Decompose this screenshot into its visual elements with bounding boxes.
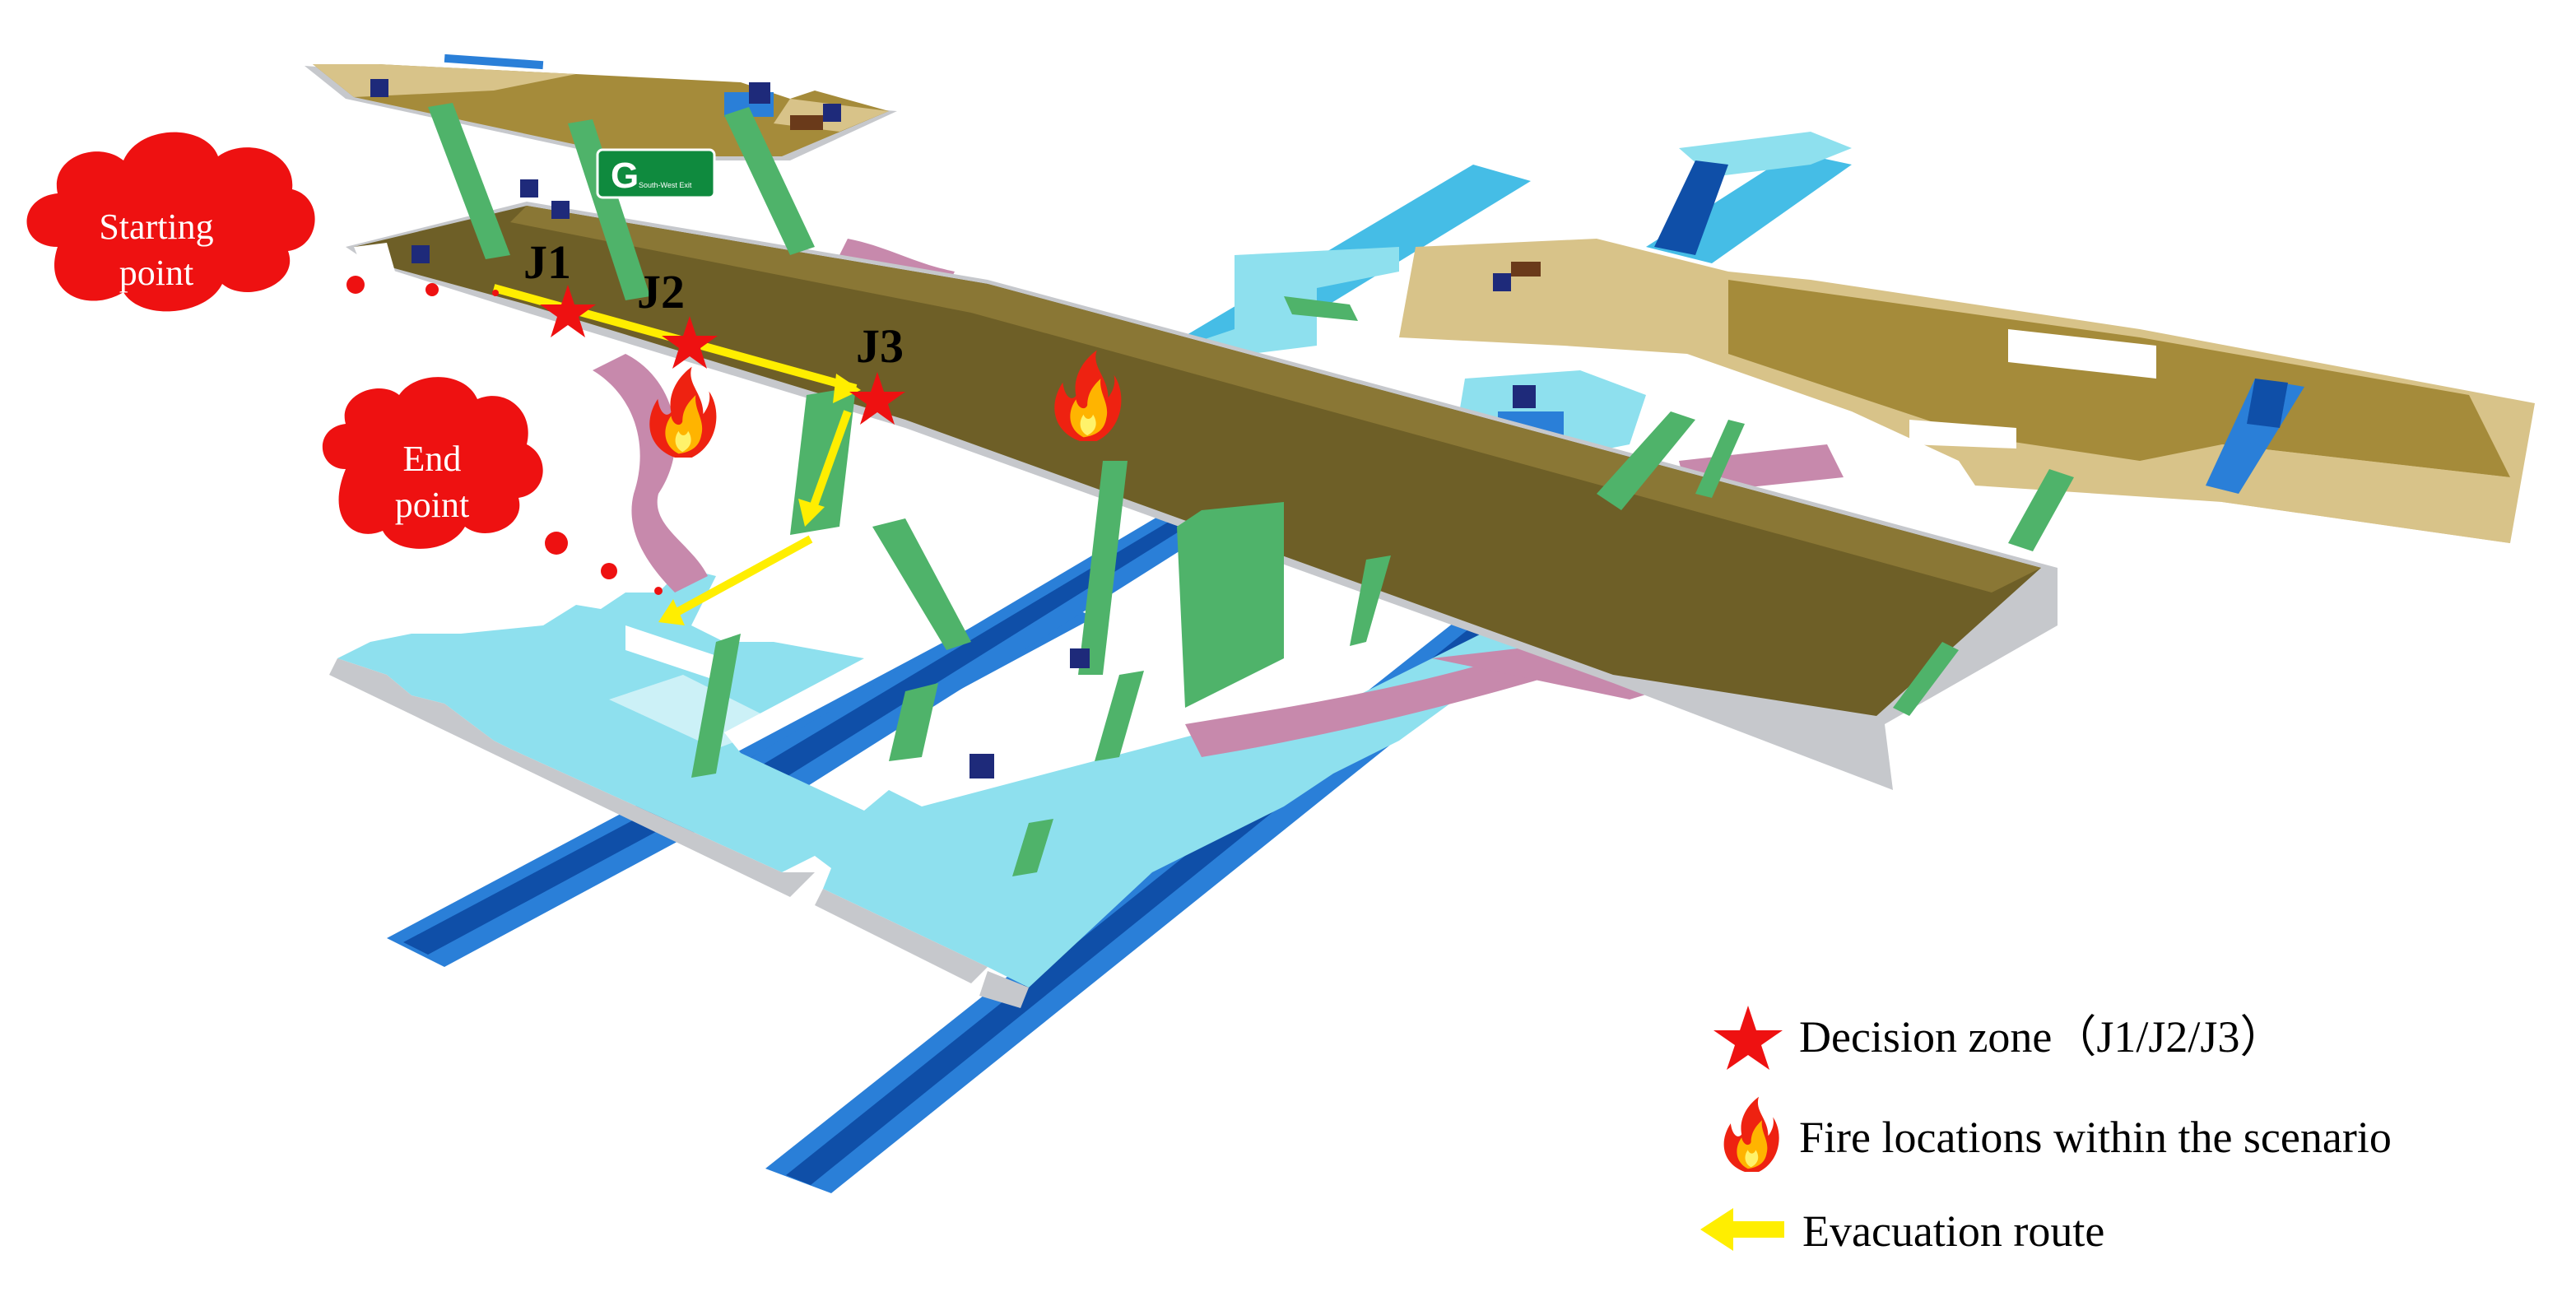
upper-mezzanine [305, 53, 897, 160]
legend-fire-locations: Fire locations within the scenario [1723, 1096, 2392, 1172]
exit-sign-letter: G [611, 156, 639, 196]
junction-label-j3: J3 [856, 319, 904, 373]
legend-evacuation-route-label: Evacuation route [1802, 1206, 2104, 1256]
legend-fire-locations-label: Fire locations within the scenario [1799, 1113, 2392, 1162]
facility-icon [412, 245, 430, 263]
stairs [428, 103, 1391, 876]
legend: Decision zone（J1/J2/J3） Fire locations w… [1700, 1006, 2392, 1256]
fire-icon [649, 366, 717, 458]
star-icon [1713, 1006, 1783, 1070]
information-icon [749, 82, 770, 104]
information-icon [1513, 385, 1536, 408]
facility-icon [551, 201, 570, 219]
facility-icon [823, 104, 841, 122]
map-icons [370, 79, 1541, 778]
upper-right-concourse [1399, 239, 2535, 543]
exit-sign: G South-West Exit [596, 148, 716, 199]
facility-icon [520, 179, 538, 198]
decision-zone-j2: J2 [637, 265, 718, 369]
platform-level [329, 568, 1531, 1008]
legend-evacuation-route: Evacuation route [1700, 1206, 2104, 1256]
junction-label-j1: J1 [523, 235, 571, 289]
main-concourse [346, 202, 2074, 790]
arrow-left-icon [1700, 1208, 1784, 1251]
facility-icon [1070, 648, 1090, 668]
fire-icon [1723, 1096, 1779, 1172]
information-icon [969, 754, 994, 778]
exit-sign-text: South-West Exit [639, 181, 692, 189]
facility-icon [1493, 273, 1511, 291]
legend-decision-zone-label: Decision zone（J1/J2/J3） [1799, 1012, 2284, 1062]
junction-label-j2: J2 [637, 265, 685, 318]
decision-zone-j3: J3 [849, 319, 905, 425]
decision-zone-j1: J1 [523, 235, 596, 337]
legend-decision-zone: Decision zone（J1/J2/J3） [1713, 1006, 2284, 1070]
facility-icon [370, 79, 388, 97]
